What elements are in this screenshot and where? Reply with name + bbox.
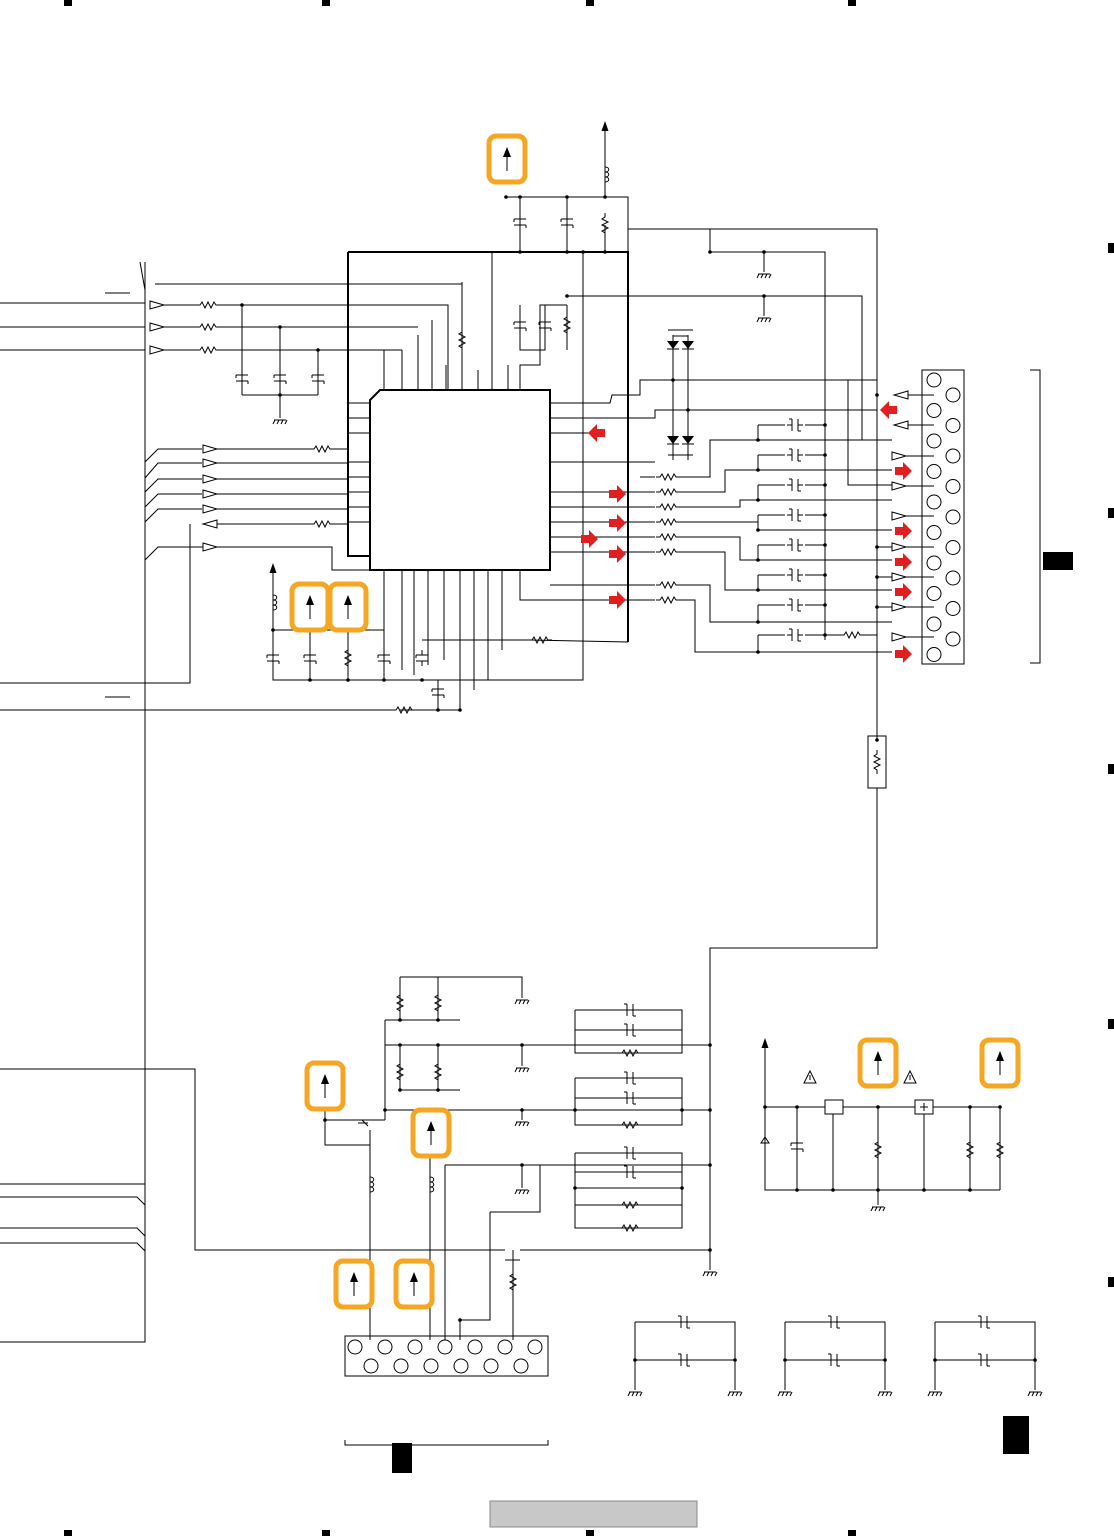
decoupling-groups [628,1316,1042,1396]
output-filter-bank [550,250,892,740]
connector-pin [927,404,941,418]
connector-pin [946,480,960,494]
red-arrow-icon [609,485,626,503]
connector-pin [946,632,960,646]
connector-pin [408,1340,422,1354]
connector-pin [468,1340,482,1354]
red-arrow-icon [895,462,912,480]
connector-pin [528,1340,542,1354]
title-bar [490,1501,697,1527]
connector-pin [927,648,941,662]
connector-pin [424,1359,438,1373]
up-arrow-icon [413,1110,449,1156]
section-marker [392,1443,412,1473]
connector-pin [946,571,960,585]
connector-pin [927,434,941,448]
diode-pairs [667,330,694,460]
connector-pin [946,510,960,524]
up-arrow-icon [982,1040,1018,1086]
red-arrow-icon [895,522,912,540]
red-arrow-icon [609,545,626,563]
up-arrow-icon [307,1063,343,1109]
highlighted-power-arrows [292,136,1018,1307]
warning-icon [904,1071,916,1083]
right-connector [892,370,1040,664]
up-arrow-icon [489,136,525,182]
registration-marks [64,0,1114,1536]
red-arrow-icon [880,401,897,419]
up-arrow-icon [336,1261,372,1307]
junction-nodes [240,195,1037,1362]
connector-pin [514,1359,528,1373]
connector-pin [946,541,960,555]
connector-pin [946,419,960,433]
connector-pin [946,602,960,616]
connector-pin [927,465,941,479]
ground-return [703,736,886,1276]
red-arrow-icon [581,530,598,548]
connector-pin [927,617,941,631]
connector-pin [927,526,941,540]
section-marker [1003,1416,1029,1454]
up-arrow-icon [396,1261,432,1307]
connector-pin [927,373,941,387]
top-power-rail [422,121,877,680]
red-arrow-icon [895,645,912,663]
section-marker [1043,552,1073,570]
connector-pin [454,1359,468,1373]
warning-icon [804,1071,816,1083]
red-arrow-icon [588,424,605,442]
red-arrow-icon [609,514,626,532]
connector-pin [946,388,960,402]
bottom-connector [345,1336,548,1445]
connector-pin [348,1340,362,1354]
bottom-filter-network [325,977,710,1340]
connector-pin [927,556,941,570]
connector-pin [364,1359,378,1373]
up-arrow-icon [330,584,366,630]
up-arrow-icon [292,584,328,630]
up-arrow-icon [860,1040,896,1086]
connector-pin [484,1359,498,1373]
connector-pin [946,449,960,463]
connector-pin [927,495,941,509]
connector-pin [378,1340,392,1354]
red-arrow-icon [609,591,626,609]
connector-pin [927,587,941,601]
red-arrow-icon [895,553,912,571]
red-arrow-icon [895,583,912,601]
left-bus [0,262,505,1342]
connector-pin [394,1359,408,1373]
connector-pin [498,1340,512,1354]
connector-pin [438,1340,452,1354]
